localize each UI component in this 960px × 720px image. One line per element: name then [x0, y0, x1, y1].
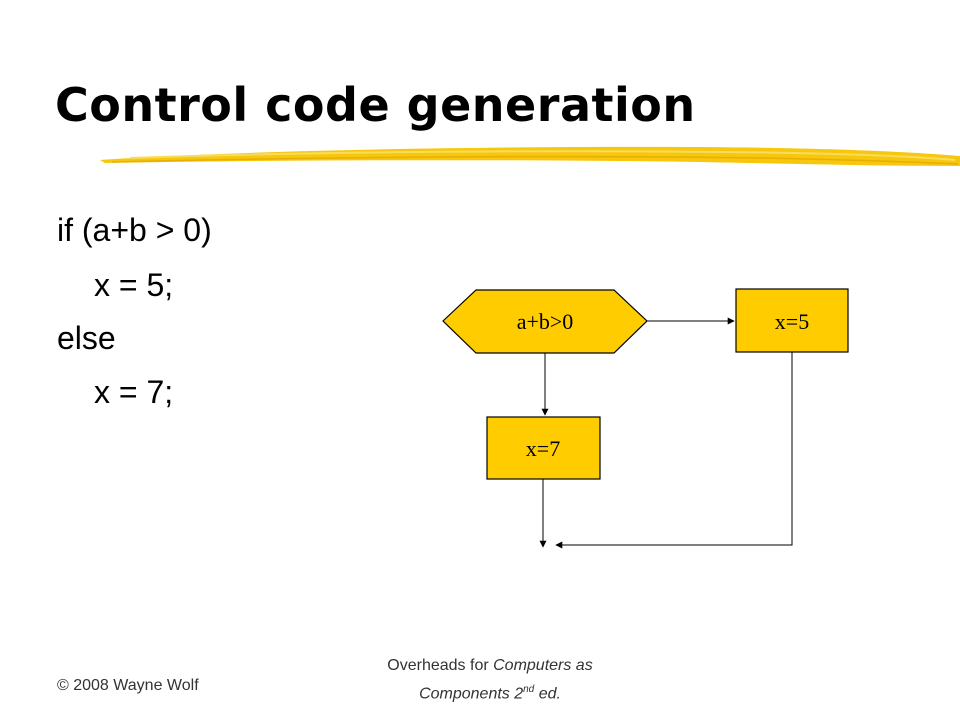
arrow-then-to-join	[555, 352, 793, 549]
code-line-else-body: x = 7;	[94, 374, 174, 410]
footer-prefix: Overheads for	[387, 657, 494, 674]
footer-book-credit: Overheads for Computers as Components 2n…	[330, 654, 650, 706]
else-node	[486, 416, 601, 480]
condition-label: a+b>0	[517, 309, 574, 334]
footer-suffix: ed.	[534, 685, 561, 703]
code-line-else: else	[57, 320, 116, 356]
code-line-if: if (a+b > 0)	[57, 212, 212, 248]
slide-title: Control code generation	[55, 78, 696, 132]
footer-book-title-1: Computers as	[493, 657, 593, 674]
footer-copyright: © 2008 Wayne Wolf	[57, 677, 199, 694]
else-label: x=7	[526, 436, 560, 461]
footer-book-title-2: Components 2	[419, 685, 524, 703]
footer-superscript: nd	[523, 684, 535, 695]
then-node	[735, 288, 849, 353]
code-line-then: x = 5;	[94, 267, 174, 303]
then-label: x=5	[775, 309, 809, 334]
